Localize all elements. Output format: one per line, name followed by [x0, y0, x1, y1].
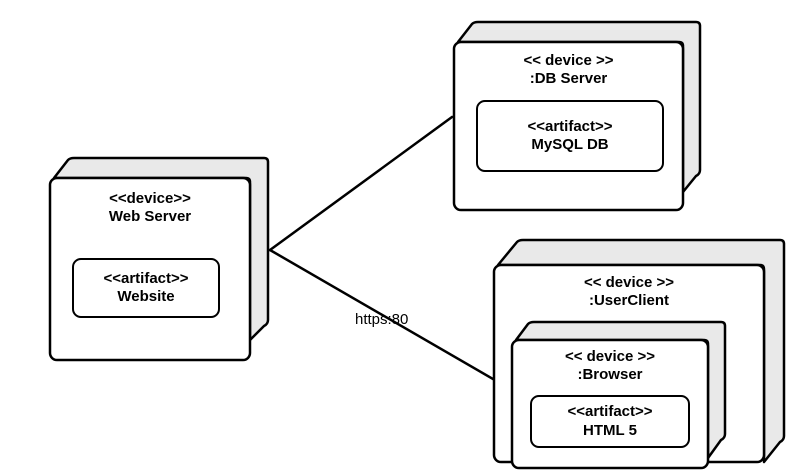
user-client-name: :UserClient	[588, 292, 670, 310]
browser-name: :Browser	[577, 366, 643, 384]
node-db-server[interactable]: << device >> :DB Server <<artifact>> MyS…	[452, 20, 703, 212]
website-stereotype: <<artifact>>	[103, 269, 189, 287]
db-server-stereotype: << device >>	[523, 52, 614, 69]
artifact-website[interactable]: <<artifact>> Website	[72, 258, 220, 318]
connection-label-https-80: https:80	[355, 311, 409, 328]
web-server-stereotype: <<device>>	[109, 190, 191, 207]
node-browser[interactable]: << device >> :Browser <<artifact>> HTML …	[510, 320, 728, 470]
user-client-stereotype: << device >>	[583, 274, 675, 291]
artifact-html5[interactable]: <<artifact>> HTML 5	[530, 395, 690, 448]
mysql-db-stereotype: <<artifact>>	[527, 117, 613, 135]
browser-label: << device >> :Browser	[512, 348, 708, 385]
web-server-label: <<device>> Web Server	[50, 190, 250, 227]
connection-web-to-db[interactable]	[268, 115, 454, 252]
html5-stereotype: <<artifact>>	[567, 403, 653, 421]
user-client-label: << device >> :UserClient	[494, 274, 764, 311]
web-server-name: Web Server	[108, 208, 192, 226]
artifact-mysql-db[interactable]: <<artifact>> MySQL DB	[476, 100, 664, 172]
mysql-db-name: MySQL DB	[531, 136, 609, 153]
node-web-server[interactable]: <<device>> Web Server <<artifact>> Websi…	[48, 156, 270, 362]
db-server-label: << device >> :DB Server	[454, 52, 683, 89]
html5-name: HTML 5	[583, 421, 637, 439]
browser-stereotype: << device >>	[564, 348, 656, 365]
db-server-name: :DB Server	[529, 70, 608, 88]
website-name: Website	[117, 288, 175, 305]
